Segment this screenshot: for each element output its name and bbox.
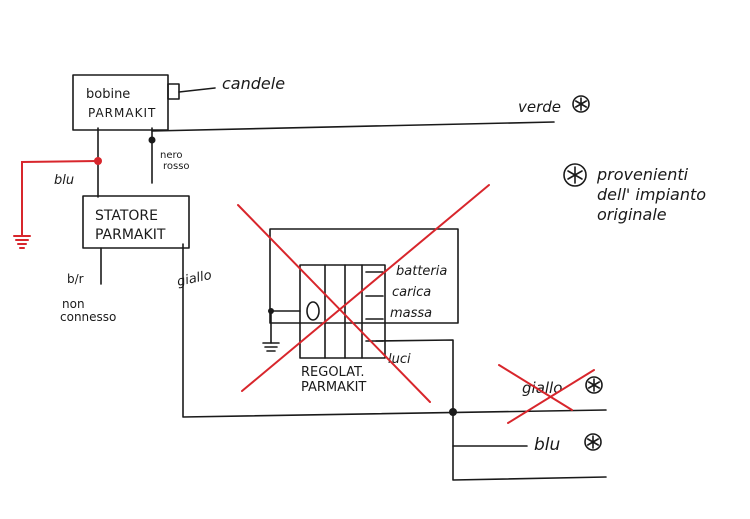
wire-candele xyxy=(178,87,216,93)
regolatore-label-2: PARMAKIT xyxy=(301,380,366,395)
bobine-label-2: PARMAKIT xyxy=(88,106,156,120)
blu-left-label: blu xyxy=(54,173,74,188)
wire-giallo xyxy=(182,243,607,418)
regolatore-terminals xyxy=(365,271,384,342)
rosso-label: rosso xyxy=(163,161,190,172)
batteria-label: batteria xyxy=(396,264,447,279)
junction-dot-nero xyxy=(148,136,156,144)
regolatore-assembly: batteria carica massa luci REGOLAT. PARM… xyxy=(237,184,490,403)
regolatore-label-1: REGOLAT. xyxy=(301,365,365,380)
regolatore-cross-out-icon xyxy=(237,184,490,403)
legend-line-3: originale xyxy=(597,205,667,224)
ground-symbol-icon xyxy=(13,235,31,249)
luci-label: luci xyxy=(388,352,411,367)
junction-dot-giallo xyxy=(449,408,457,416)
statore-label-1: STATORE xyxy=(95,208,158,224)
connesso-label: connesso xyxy=(60,310,116,324)
legend: provenienti dell' impianto originale xyxy=(563,163,706,224)
bobine-box: bobine PARMAKIT xyxy=(72,74,180,131)
giallo-right-label: giallo xyxy=(522,379,562,397)
massa-label: massa xyxy=(390,306,432,321)
legend-line-2: dell' impianto xyxy=(597,185,706,204)
wires xyxy=(97,87,607,481)
blu-right-group: blu xyxy=(534,433,602,455)
ground-branch xyxy=(13,157,102,249)
giallo-right-group: giallo xyxy=(498,364,603,424)
asterisk-circle-icon xyxy=(572,95,590,113)
legend-line-1: provenienti xyxy=(596,165,689,184)
blu-right-label: blu xyxy=(534,435,561,455)
wire-verde xyxy=(151,121,555,132)
statore-label-2: PARMAKIT xyxy=(95,227,166,243)
giallo-left-label: giallo xyxy=(176,268,213,290)
regolatore-ground-icon xyxy=(262,342,280,352)
asterisk-circle-icon xyxy=(584,433,602,451)
candele-label: candele xyxy=(222,74,285,93)
verde-label: verde xyxy=(518,98,561,116)
asterisk-circle-icon xyxy=(585,376,603,394)
carica-label: carica xyxy=(392,285,431,300)
statore-box: STATORE PARMAKIT xyxy=(82,195,190,249)
giallo-cross-out-icon xyxy=(498,364,595,424)
wire-blu-ground xyxy=(21,160,99,237)
regolatore-hole xyxy=(306,301,320,321)
junction-dot-red xyxy=(94,157,102,165)
asterisk-circle-icon xyxy=(563,163,587,187)
non-label: non xyxy=(62,297,85,311)
regolatore-outer-box xyxy=(269,228,459,324)
nero-label: nero xyxy=(160,150,183,161)
br-label: b/r xyxy=(67,272,84,286)
bobine-label-1: bobine xyxy=(86,87,130,102)
